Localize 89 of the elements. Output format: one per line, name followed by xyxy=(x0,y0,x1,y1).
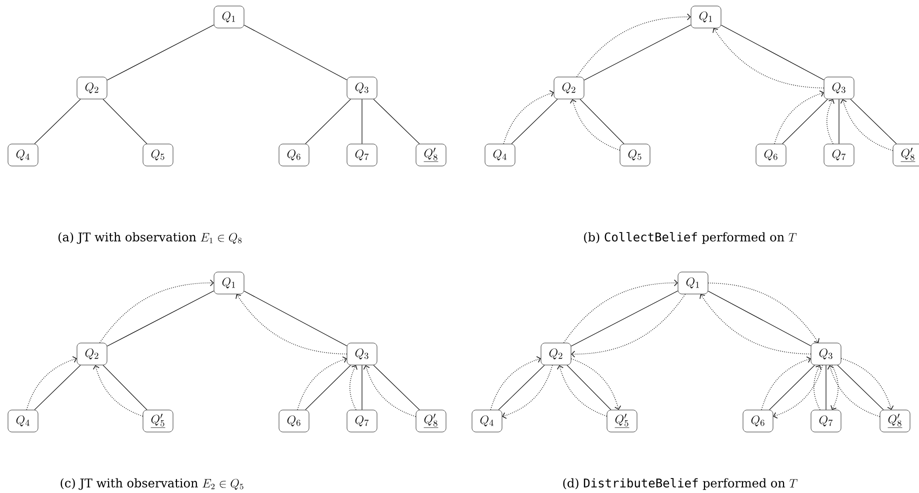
caption: $\mbox{(d) \texttt{DistributeBelief} performed on } T$ xyxy=(563,478,798,490)
clique-box: $Q_3$ xyxy=(810,342,842,366)
message-arrow xyxy=(490,356,541,410)
message-arrow xyxy=(840,99,894,151)
tree-edge xyxy=(511,98,558,144)
clique-box: $Q_3$ xyxy=(346,76,378,100)
tree-edge xyxy=(244,24,348,80)
tree-edge xyxy=(720,24,824,80)
clique-box: $Q_3$ xyxy=(346,342,378,366)
clique-box: $Q_7$ xyxy=(346,410,378,432)
tree-edge xyxy=(106,290,214,346)
clique-box: $Q_4$ xyxy=(484,144,516,166)
message-arrow xyxy=(563,279,678,344)
clique-box: $Q_2$ xyxy=(76,342,108,366)
clique-box: $Q_1$ xyxy=(214,6,244,28)
tree-edge xyxy=(566,364,612,410)
tree-edge xyxy=(838,98,840,144)
clique-box: $Q_6$ xyxy=(278,410,310,432)
tree-edge xyxy=(34,98,81,144)
clique-box: $\underline{Q'_8}$ xyxy=(892,144,919,166)
tree-edge xyxy=(584,24,692,80)
clique-box: $Q_5$ xyxy=(142,144,174,166)
tree-edge xyxy=(34,364,81,410)
clique-box: $\underline{Q'_8}$ xyxy=(880,410,910,432)
clique-box: $Q_4$ xyxy=(8,410,38,432)
tree-edge xyxy=(570,290,678,346)
message-arrow xyxy=(814,365,822,410)
clique-box: $Q_2$ xyxy=(76,76,108,100)
message-arrow xyxy=(297,356,347,410)
message-arrow xyxy=(557,365,608,417)
message-arrow xyxy=(92,365,144,417)
clique-box: $\underline{Q'_5}$ xyxy=(606,410,638,432)
message-arrow xyxy=(708,282,820,343)
clique-box: $Q_6$ xyxy=(742,410,774,432)
clique-box: $Q_7$ xyxy=(346,144,378,166)
tree-edge xyxy=(106,24,214,80)
tree-edge xyxy=(373,364,420,410)
clique-box: $Q_6$ xyxy=(278,144,310,166)
caption: $\mbox{(a) JT with observation } E_1 \in Q_8$ xyxy=(58,232,242,244)
caption: $\mbox{(c) JT with observation } E_2 \in Q_5$ xyxy=(60,478,244,490)
message-arrow xyxy=(363,365,416,417)
clique-box: $Q_1$ xyxy=(678,272,708,294)
clique-box: $Q_1$ xyxy=(690,6,722,28)
message-arrow xyxy=(570,99,620,151)
message-arrow xyxy=(712,28,824,88)
message-arrow xyxy=(571,294,686,358)
tree-edge xyxy=(580,98,624,144)
clique-box: $Q_2$ xyxy=(554,76,584,100)
message-arrow xyxy=(26,356,77,410)
message-arrow xyxy=(570,358,622,410)
tree-edge xyxy=(373,98,420,144)
tree-edge xyxy=(782,98,828,144)
tree-edge xyxy=(102,98,148,144)
clique-box: $Q_6$ xyxy=(756,144,786,166)
caption: $\mbox{(b) \texttt{CollectBelief} performed on } T$ xyxy=(584,232,797,244)
tree-edge xyxy=(244,290,348,346)
tree-edge xyxy=(769,364,815,410)
clique-box: $Q_4$ xyxy=(8,144,38,166)
message-arrow xyxy=(774,90,824,144)
clique-box: $\underline{Q'_8}$ xyxy=(416,410,446,432)
message-arrow xyxy=(576,13,691,78)
tree-edge xyxy=(305,364,351,410)
clique-box: $\underline{Q'_5}$ xyxy=(142,410,174,432)
message-arrow xyxy=(827,365,880,417)
clique-box: $Q_5$ xyxy=(620,144,650,166)
message-arrow xyxy=(236,294,348,354)
message-arrow xyxy=(773,364,823,419)
clique-box: $Q_2$ xyxy=(540,342,572,366)
message-arrow xyxy=(502,364,553,419)
message-arrow xyxy=(503,90,554,144)
message-arrow xyxy=(761,356,811,410)
clique-box: $Q_3$ xyxy=(824,76,854,100)
tree-edge xyxy=(305,98,351,144)
clique-box: $Q_7$ xyxy=(810,410,842,432)
tree-edge xyxy=(498,364,545,410)
message-arrow xyxy=(700,294,812,354)
tree-edge xyxy=(708,290,812,346)
message-arrow xyxy=(840,358,894,410)
tree-edge xyxy=(850,98,897,144)
message-arrow xyxy=(99,279,214,344)
clique-box: $Q_7$ xyxy=(824,144,854,166)
message-arrow xyxy=(826,99,834,144)
clique-box: $Q_4$ xyxy=(472,410,502,432)
tree-edge xyxy=(837,364,884,410)
message-arrow xyxy=(830,364,838,410)
tree-edge xyxy=(102,364,148,410)
clique-box: $Q_1$ xyxy=(214,272,244,294)
clique-box: $\underline{Q'_8}$ xyxy=(416,144,446,166)
message-arrow xyxy=(350,365,358,410)
